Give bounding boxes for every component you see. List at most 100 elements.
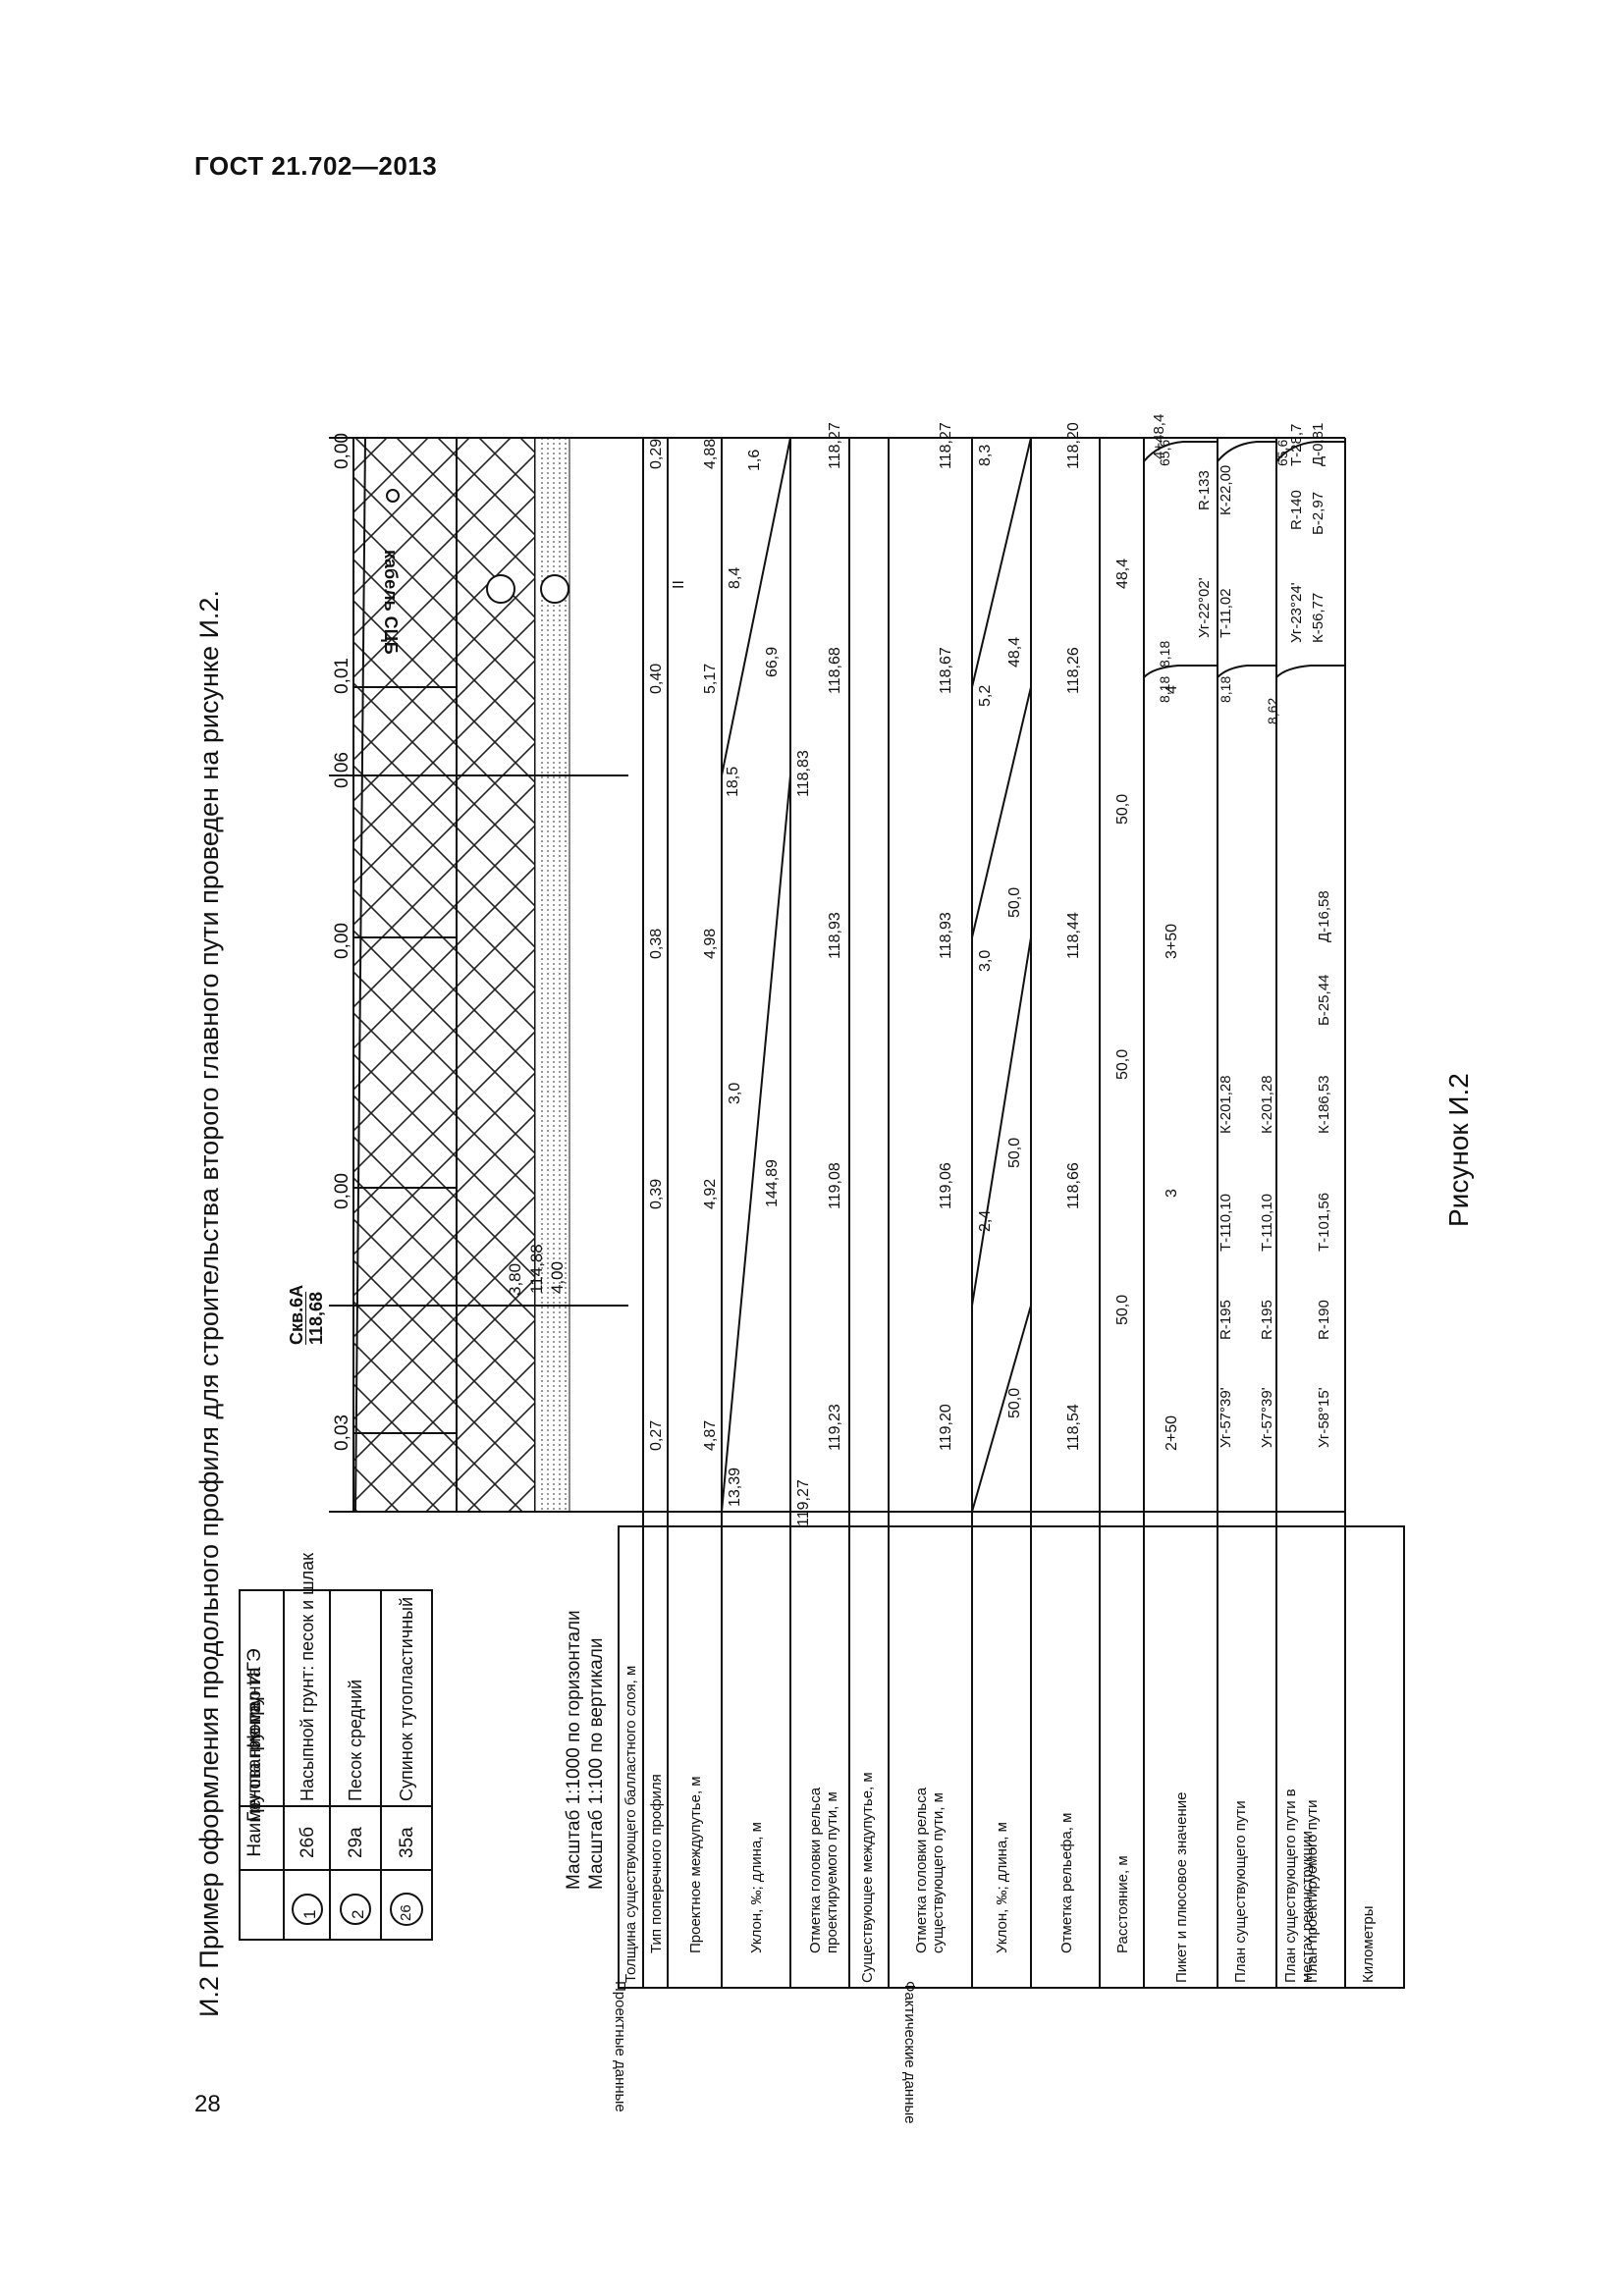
actual-slope-len-1: 50,0 bbox=[1006, 1137, 1023, 1168]
plan-design-note-1: 8,62 bbox=[1265, 697, 1280, 724]
design-spacing-2: 4,92 bbox=[702, 1178, 719, 1209]
scale-vertical: Масштаб 1:100 по вертикали bbox=[586, 1637, 607, 1890]
plan-design-tangent: Т-101,56 bbox=[1316, 1192, 1332, 1252]
group-label-actual: Фактические данные bbox=[901, 1981, 918, 2124]
soil-legend-symbols bbox=[292, 1893, 423, 1926]
plan-reconstr-angle: Уг-57°39' bbox=[1259, 1387, 1275, 1448]
borehole-annot-2: 4,00 bbox=[548, 1260, 567, 1294]
row-label-kilometers: Километры bbox=[1360, 1905, 1377, 1983]
legend-group-2: 29а bbox=[346, 1827, 366, 1858]
plan-reconstr-curve: К-201,28 bbox=[1259, 1075, 1275, 1134]
borehole-annot-1: 114,88 bbox=[527, 1244, 546, 1294]
design-rail-6: 118,68 bbox=[827, 647, 843, 694]
row-label-design-slope: Уклон, ‰; длина, м bbox=[748, 1822, 765, 1953]
plan-design-bisector: Б-25,44 bbox=[1316, 974, 1332, 1026]
plan-reconstr-radius: R-195 bbox=[1259, 1300, 1275, 1340]
row-label-existing-rail: Отметка головки рельса существующего пут… bbox=[913, 1787, 947, 1953]
design-slope-len-1: 144,89 bbox=[764, 1159, 781, 1207]
legend-num-2: 2 bbox=[349, 1909, 367, 1919]
legend-name-1: Насыпной грунт: песок и шлак bbox=[298, 1553, 317, 1801]
existing-rail-1: 119,20 bbox=[938, 1404, 954, 1451]
picket-2: 3 bbox=[1164, 1189, 1180, 1198]
plan-existing-tangent-2: Т-11,02 bbox=[1218, 588, 1234, 638]
distance-2: 50,0 bbox=[1114, 1048, 1131, 1080]
row-label-plan-design: План проектируемого пути bbox=[1304, 1799, 1321, 1983]
actual-slope-3: 5,2 bbox=[977, 684, 994, 707]
profile-type-value: II bbox=[671, 580, 687, 589]
soil-legend-table bbox=[239, 1589, 433, 1941]
design-spacing-4: 5,17 bbox=[702, 663, 719, 694]
document-header: ГОСТ 21.702—2013 bbox=[194, 151, 438, 181]
plan-existing-note: 8,18 bbox=[1157, 675, 1172, 703]
legend-name-2: Песок средний bbox=[346, 1679, 365, 1801]
row-label-design-rail: Отметка головки рельса проектируемого пу… bbox=[807, 1787, 840, 1953]
plan-reconstr-tangent: Т-110,10 bbox=[1259, 1194, 1275, 1252]
legend-group-1: 26б bbox=[298, 1826, 318, 1858]
legend-num-1: 1 bbox=[300, 1909, 319, 1919]
plan-design-radius: R-190 bbox=[1316, 1300, 1332, 1340]
scale-horizontal: Масштаб 1:1000 по горизонтали bbox=[564, 1610, 584, 1890]
plan-reconstr-note: 8,18 bbox=[1218, 675, 1233, 703]
relief-2: 118,66 bbox=[1065, 1162, 1082, 1209]
ballast-value-1: 0,27 bbox=[648, 1419, 665, 1451]
picket-small-2: 65,6 bbox=[1157, 439, 1172, 466]
plan-existing-tangent: Т-110,10 bbox=[1218, 1194, 1234, 1252]
design-slope-lines bbox=[721, 437, 1032, 1513]
top-value-6: 0,00 bbox=[332, 433, 352, 469]
plan-design-bisector-2: Б-2,97 bbox=[1310, 491, 1326, 535]
design-rail-2: 119,23 bbox=[827, 1404, 843, 1451]
row-label-relief: Отметка рельефа, м bbox=[1058, 1812, 1075, 1953]
design-slope-end: 1,6 bbox=[746, 449, 763, 471]
design-spacing-3: 4,98 bbox=[702, 928, 719, 959]
relief-4: 118,26 bbox=[1065, 647, 1082, 694]
row-label-existing-spacing: Существующее междупутье, м bbox=[859, 1772, 876, 1983]
design-spacing-1: 4,87 bbox=[702, 1419, 719, 1451]
row-label-design-spacing: Проектное междупутье, м bbox=[687, 1776, 704, 1953]
design-rail-1: 119,27 bbox=[795, 1479, 812, 1526]
plan-existing-radius: R-195 bbox=[1218, 1300, 1234, 1340]
actual-slope-1: 2,4 bbox=[977, 1209, 994, 1232]
design-rail-4: 118,93 bbox=[827, 912, 843, 959]
plan-design-note-2: 65,6 bbox=[1274, 439, 1290, 466]
picket-3: 3+50 bbox=[1164, 923, 1180, 959]
relief-5: 118,20 bbox=[1065, 422, 1082, 469]
borehole-label: Скв.6А bbox=[287, 1284, 306, 1345]
relief-3: 118,44 bbox=[1065, 912, 1082, 959]
ballast-value-4: 0,40 bbox=[648, 663, 665, 694]
plan-design-angle-2: Уг-23°24' bbox=[1288, 582, 1305, 643]
ballast-value-5: 0,29 bbox=[648, 438, 665, 469]
plan-existing-radius-2: R-133 bbox=[1196, 470, 1213, 510]
plan-design-radius-2: R-140 bbox=[1288, 490, 1305, 530]
plan-design-domer-2: Д-0,81 bbox=[1310, 422, 1326, 466]
row-label-plan-existing: План существующего пути bbox=[1232, 1800, 1249, 1983]
existing-rail-5: 118,27 bbox=[938, 422, 954, 469]
distance-1: 50,0 bbox=[1114, 1294, 1131, 1325]
legend-num-3: 26 bbox=[398, 1904, 414, 1921]
row-label-picket: Пикет и плюсовое значение bbox=[1173, 1791, 1190, 1983]
row-label-profile-type: Тип поперечного профиля bbox=[648, 1774, 665, 1953]
plan-design-angle: Уг-58°15' bbox=[1316, 1387, 1332, 1448]
profile-hatched-area bbox=[329, 437, 628, 1513]
group-label-design: Проектные данные bbox=[612, 1981, 628, 2112]
relief-1: 118,54 bbox=[1065, 1404, 1082, 1451]
actual-slope-2: 3,0 bbox=[977, 949, 994, 972]
plan-existing-curve-2: К-22,00 bbox=[1218, 464, 1234, 515]
data-table-grid bbox=[618, 438, 1405, 1989]
legend-name-3: Супинок тугопластичный bbox=[397, 1596, 416, 1801]
picket-small-1: 8,18 bbox=[1157, 640, 1172, 667]
row-label-ballast: Толщина существующего балластного слоя, … bbox=[623, 1665, 639, 1983]
plan-design-tangent-2: Т-28,7 bbox=[1288, 423, 1305, 466]
plan-existing-angle-2: Уг-22°02' bbox=[1196, 577, 1213, 638]
row-label-distance: Расстояние, м bbox=[1114, 1855, 1131, 1953]
plan-existing-angle: Уг-57°39' bbox=[1218, 1387, 1234, 1448]
ballast-value-2: 0,39 bbox=[648, 1178, 665, 1209]
legend-group-3: 35а bbox=[397, 1827, 417, 1858]
design-slope-start: 13,39 bbox=[727, 1467, 743, 1507]
actual-slope-len-2: 50,0 bbox=[1006, 886, 1023, 918]
ballast-value-3: 0,38 bbox=[648, 928, 665, 959]
design-slope-mid: 18,5 bbox=[725, 766, 741, 797]
top-value-1: 0,03 bbox=[332, 1415, 352, 1451]
top-value-5: 0,01 bbox=[332, 658, 352, 694]
distance-3: 50,0 bbox=[1114, 793, 1131, 825]
